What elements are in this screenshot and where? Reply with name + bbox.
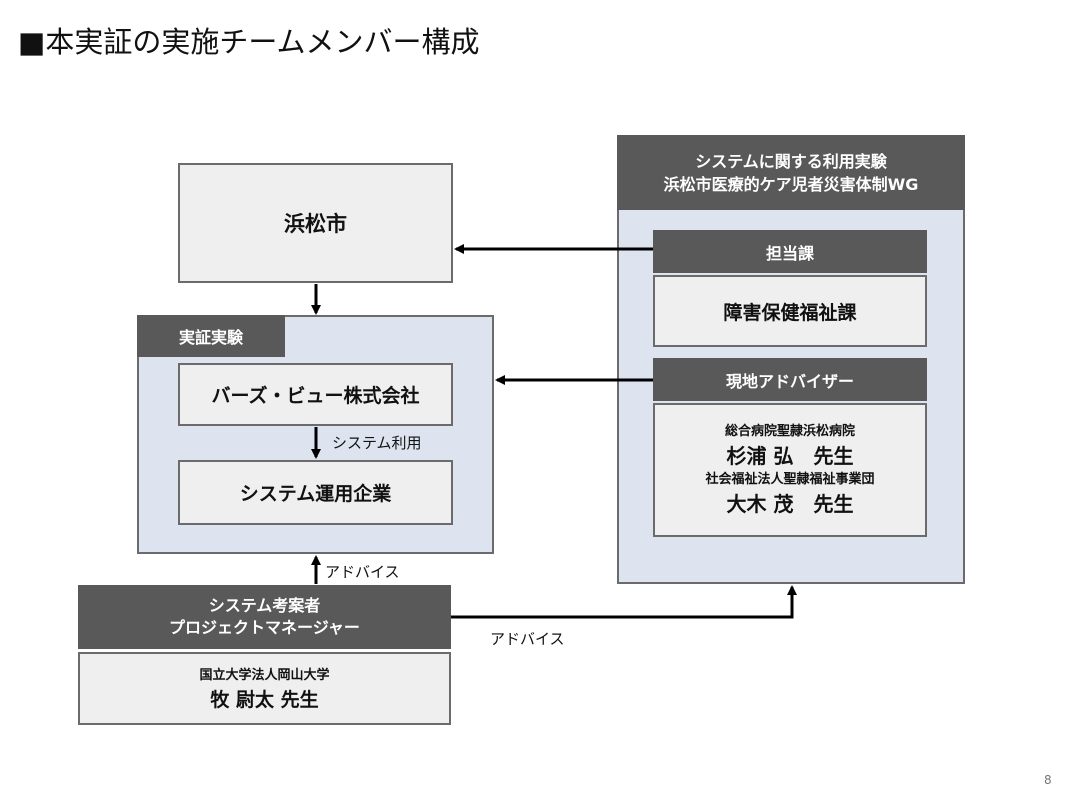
advisor2-org: 社会福祉法人聖隷福祉事業団 xyxy=(705,472,875,487)
pm-box: 国立大学法人岡山大学 牧 尉太 先生 xyxy=(78,652,451,725)
advisor-header-label: 現地アドバイザー xyxy=(725,371,854,391)
advisor1-org: 総合病院聖隷浜松病院 xyxy=(724,424,855,439)
tantou-name: 障害保健福祉課 xyxy=(723,301,857,324)
tantou-header: 担当課 xyxy=(653,230,927,273)
advisor-box: 総合病院聖隷浜松病院 杉浦 弘 先生 社会福祉法人聖隷福祉事業団 大木 茂 先生 xyxy=(653,403,927,537)
page-title: ■本実証の実施チームメンバー構成 xyxy=(18,25,480,59)
pm-org: 国立大学法人岡山大学 xyxy=(199,667,330,683)
system-ops-box: システム運用企業 xyxy=(178,460,453,525)
demo-experiment-tag: 実証実験 xyxy=(137,315,285,357)
system-use-label: システム利用 xyxy=(332,434,422,452)
system-ops-label: システム運用企業 xyxy=(239,483,392,505)
pm-header-line2: プロジェクトマネージャー xyxy=(169,618,360,637)
page-number: 8 xyxy=(1044,773,1052,787)
pm-header-line1: システム考案者 xyxy=(208,596,321,615)
tantou-header-label: 担当課 xyxy=(765,243,814,263)
wg-header-line2: 浜松市医療的ケア児者災害体制WG xyxy=(663,174,919,194)
wg-header-line1: システムに関する利用実験 xyxy=(695,151,887,171)
advice-right-label: アドバイス xyxy=(490,630,565,648)
advisor1-name: 杉浦 弘 先生 xyxy=(726,444,854,468)
hamamatsu-city-box: 浜松市 xyxy=(178,163,453,283)
pm-name: 牧 尉太 先生 xyxy=(210,688,319,711)
demo-experiment-tag-label: 実証実験 xyxy=(178,328,243,347)
hamamatsu-city-label: 浜松市 xyxy=(284,212,347,236)
advisor2-name: 大木 茂 先生 xyxy=(726,492,854,516)
advisor-header: 現地アドバイザー xyxy=(653,358,927,401)
pm-header: システム考案者 プロジェクトマネージャー xyxy=(78,585,451,649)
advice-up-label: アドバイス xyxy=(325,563,400,581)
birds-view-label: バーズ・ビュー株式会社 xyxy=(211,385,420,407)
arrow-pm-to-wg xyxy=(451,585,797,619)
tantou-box: 障害保健福祉課 xyxy=(653,275,927,347)
birds-view-box: バーズ・ビュー株式会社 xyxy=(178,363,453,426)
wg-header: システムに関する利用実験 浜松市医療的ケア児者災害体制WG xyxy=(617,135,965,210)
